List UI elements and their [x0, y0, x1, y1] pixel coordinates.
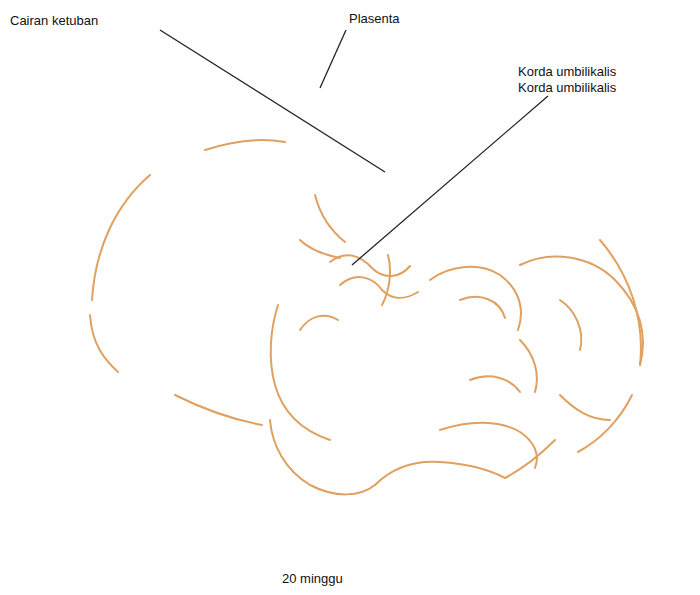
fetal-leg — [440, 423, 537, 468]
fetal-head — [520, 257, 643, 365]
leader-line — [320, 30, 346, 88]
umbilical-cord — [340, 277, 418, 298]
leader-line — [160, 30, 385, 172]
sac-outline — [600, 240, 641, 365]
fetal-foot — [505, 440, 555, 478]
umbilical-cord — [330, 255, 410, 276]
part-label: Plasenta — [349, 11, 400, 26]
leader-line — [352, 96, 548, 265]
fetal-hand — [460, 297, 505, 318]
sac-outline — [90, 315, 118, 372]
fetal-detail — [560, 395, 610, 420]
fetal-shoulder — [300, 316, 338, 330]
fetal-buttock — [270, 420, 375, 494]
part-label: Korda umbilikalis — [518, 80, 616, 95]
part-label: Cairan ketuban — [10, 13, 98, 28]
sac-outline — [92, 175, 150, 300]
fetal-face — [560, 300, 581, 350]
umbilical-cord — [382, 255, 390, 305]
sac-outline — [205, 140, 285, 150]
leader-lines — [160, 30, 548, 265]
caption: 20 minggu — [282, 571, 343, 586]
fetal-back — [271, 305, 330, 440]
part-label: Korda umbilikalis — [518, 64, 616, 79]
sac-outline — [175, 395, 262, 425]
fetal-arm — [430, 267, 521, 330]
fetal-leg — [375, 462, 505, 485]
fetus-drawing — [90, 140, 643, 494]
sac-outline — [578, 395, 632, 452]
fetal-arm — [520, 340, 537, 392]
placenta-edge — [315, 195, 345, 242]
fetal-knee — [470, 376, 520, 392]
placenta-edge — [300, 240, 340, 258]
